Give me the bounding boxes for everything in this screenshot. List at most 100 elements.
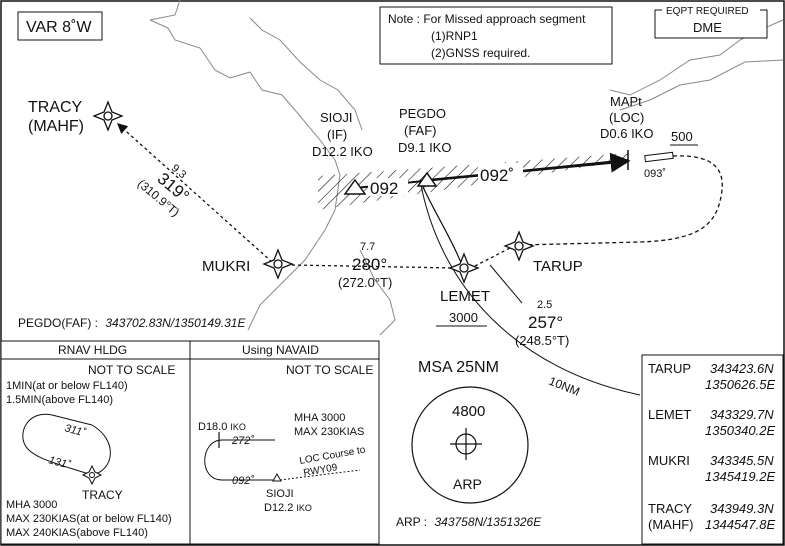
lemet-waypoint-icon <box>448 252 480 284</box>
coord-lat: 343949.3N <box>710 501 774 516</box>
lemet-altitude: 3000 <box>449 310 478 325</box>
coord-lat: 343329.7N <box>710 407 774 422</box>
mapt-dist: D0.6 IKO <box>600 126 653 141</box>
arp-value: 343758N/1351326E <box>434 515 542 529</box>
arc-label: 10NM <box>547 374 582 399</box>
mapt-altitude: 500 <box>671 129 693 144</box>
leg-257-line <box>489 264 523 304</box>
sioji-fix-icon <box>343 178 367 195</box>
msa-center: ARP <box>453 476 482 492</box>
svg-text:ARP : 343758N/1351326E: ARP : 343758N/1351326E <box>396 515 542 529</box>
pegdo-fix-icon <box>416 171 438 187</box>
coord-row: MUKRI 343345.5N 1345419.2E <box>648 453 775 484</box>
variation-text: VAR 8˚W <box>26 19 92 36</box>
msa-title: MSA 25NM <box>418 359 499 376</box>
coord-row: TRACY 343949.3N (MAHF) 1344547.8E <box>648 501 775 532</box>
coord-sub: (MAHF) <box>648 517 694 532</box>
note-line1: Note : For Missed approach segment <box>388 12 586 26</box>
pegdo-coord-value: 343702.83N/1350149.31E <box>105 316 246 330</box>
coord-table <box>641 354 784 545</box>
navaid-hldg-title: Using NAVAID <box>242 343 319 357</box>
arp-label: ARP : <box>396 515 427 529</box>
rnav-tracy-icon <box>81 464 103 486</box>
mukri-leg-course: 280° <box>352 255 387 274</box>
rnav-kias1: MAX 230KIAS(at or below FL140) <box>6 513 172 525</box>
tracy-sub-label: (MAHF) <box>28 118 84 135</box>
note-line2: (1)RNP1 <box>431 29 478 43</box>
coord-lon: 1350626.5E <box>705 377 775 392</box>
navaid-loc-course <box>279 469 361 481</box>
navaid-holding-pattern <box>204 439 275 481</box>
coord-row: TARUP 343423.6N 1350626.5E <box>648 361 775 392</box>
note-line3: (2)GNSS required. <box>431 46 530 60</box>
coord-row: LEMET 343329.7N 1350340.2E <box>648 407 775 438</box>
leg-lemet-pegdo <box>419 179 463 266</box>
coord-lon: 1345419.2E <box>705 469 775 484</box>
rnav-holding-pattern <box>22 413 93 476</box>
tarup-label: TARUP <box>533 258 583 275</box>
tracy-label: TRACY <box>28 99 83 116</box>
eqpt-label: EQPT REQUIRED <box>666 6 749 17</box>
rnav-hldg-title: RNAV HLDG <box>58 343 127 357</box>
dme-arc-10nm <box>419 179 641 396</box>
leg-lemet-tarup <box>474 247 511 267</box>
coord-name: TARUP <box>648 361 691 376</box>
mukri-leg-true: (272.0°T) <box>338 275 392 290</box>
msa-alt: 4800 <box>452 403 485 420</box>
lemet-leg-course: 257° <box>528 313 563 332</box>
variation-box <box>17 11 103 41</box>
coord-lon: 1344547.8E <box>705 517 775 532</box>
lemet-label: LEMET <box>440 288 490 305</box>
missed-approach-path <box>519 155 723 246</box>
pegdo-role: (FAF) <box>404 123 437 138</box>
tracy-waypoint-icon <box>92 100 124 132</box>
missed-course: 093˚ <box>644 168 666 180</box>
sioji-label: SIOJI <box>320 110 353 125</box>
navaid-not-to-scale: NOT TO SCALE <box>286 363 373 377</box>
rnav-inbound: 311˚ <box>63 422 87 439</box>
sioji-dist: D12.2 IKO <box>312 144 373 159</box>
leg-mukri-tracy <box>117 123 273 263</box>
rnav-min2: 1.5MIN(above FL140) <box>6 394 113 406</box>
rnav-min1: 1MIN(at or below FL140) <box>6 380 128 392</box>
navaid-kias: MAX 230KIAS <box>294 426 364 438</box>
lemet-leg-dist: 2.5 <box>537 299 552 311</box>
runway-symbol <box>644 151 674 163</box>
sioji-role: (IF) <box>327 127 347 142</box>
rnav-fix: TRACY <box>82 488 123 502</box>
final-approach-hatch <box>318 153 630 210</box>
final-course-a: 092 <box>370 179 398 198</box>
lemet-leg-true: (248.5°T) <box>515 333 569 348</box>
mukri-leg-dist: 7.7 <box>360 241 375 253</box>
mukri-label: MUKRI <box>202 258 250 275</box>
coord-name: TRACY <box>648 501 692 516</box>
mapt-role: (LOC) <box>609 110 644 125</box>
pegdo-label: PEGDO <box>399 106 446 121</box>
rnav-not-to-scale: NOT TO SCALE <box>88 363 175 377</box>
final-approach-arrow <box>419 152 631 183</box>
svg-text:PEGDO(FAF) : 343702.83N/13: PEGDO(FAF) : 343702.83N/1350149.31E <box>18 316 246 330</box>
navaid-outbound: 092˚ <box>232 475 254 487</box>
mapt-label: MAPt <box>610 94 642 109</box>
msa-circle <box>411 386 529 504</box>
coord-lat: 343423.6N <box>710 361 774 376</box>
coord-lat: 343345.5N <box>710 453 774 468</box>
coord-name: MUKRI <box>648 453 690 468</box>
navaid-sioji-icon <box>272 472 282 482</box>
pegdo-coord-label: PEGDO(FAF) : <box>18 316 98 330</box>
navaid-fix: SIOJI <box>266 488 294 500</box>
tarup-waypoint-icon <box>503 230 535 262</box>
mukri-waypoint-icon <box>262 248 294 280</box>
pegdo-dist: D9.1 IKO <box>398 140 451 155</box>
navaid-mha: MHA 3000 <box>294 412 345 424</box>
final-course-b: 092˚ <box>480 166 514 185</box>
navaid-inbound: 272˚ <box>231 435 254 447</box>
rnav-kias2: MAX 240KIAS(above FL140) <box>6 527 148 539</box>
coord-lon: 1350340.2E <box>705 423 775 438</box>
eqpt-value: DME <box>693 20 722 35</box>
rnav-outbound: 131˚ <box>47 454 72 471</box>
